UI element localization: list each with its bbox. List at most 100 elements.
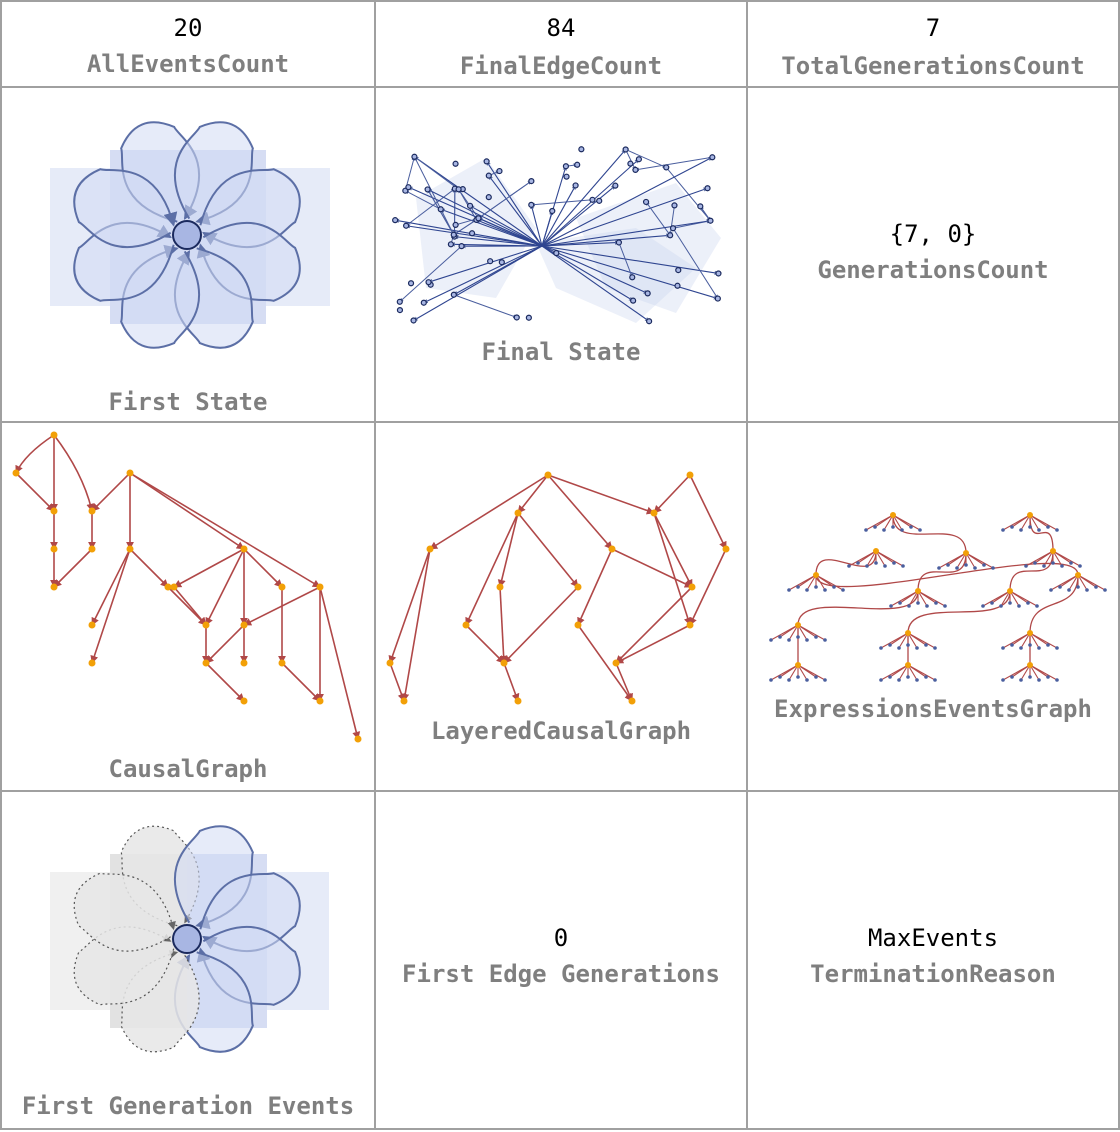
hyperedge	[404, 190, 441, 210]
vertex	[627, 160, 634, 167]
event-vertex	[1050, 548, 1056, 554]
event-vertex	[462, 621, 470, 629]
hyperedge	[541, 149, 627, 247]
expression-vertex	[1085, 588, 1089, 592]
grid-line	[0, 86, 1120, 88]
first-state-hypergraph	[50, 121, 330, 349]
vertex	[663, 164, 670, 171]
event-vertex	[126, 469, 134, 477]
expression-edge	[1029, 664, 1058, 681]
event-vertex	[240, 697, 248, 705]
hyperedge	[541, 158, 640, 247]
hyperedge	[414, 156, 459, 190]
grid-line	[1118, 0, 1120, 1130]
expression-edge	[875, 550, 904, 567]
hyperedge	[407, 186, 543, 247]
total-generations-count-value: 7	[925, 14, 941, 42]
causal-edge	[499, 586, 508, 664]
hyperedge-loop	[73, 872, 176, 952]
final-state-label: Final State	[481, 338, 641, 366]
causal-edge	[689, 474, 727, 550]
hyperedge	[414, 156, 543, 247]
expression-vertex	[943, 604, 947, 608]
vertex	[410, 317, 417, 324]
vertex	[714, 295, 721, 302]
vertex	[485, 194, 492, 201]
vertex	[485, 172, 492, 179]
expression-vertex	[832, 585, 836, 589]
hyperedge	[541, 245, 650, 322]
expression-vertex	[874, 561, 878, 565]
expression-vertex	[796, 635, 800, 639]
expression-edge	[965, 552, 994, 569]
hyperedge	[672, 227, 719, 299]
causal-edge	[429, 474, 549, 550]
expression-vertex	[1026, 601, 1030, 605]
expression-vertex	[1046, 525, 1050, 529]
expression-vertex	[1037, 646, 1041, 650]
event-vertex	[628, 697, 636, 705]
expression-vertex	[847, 564, 851, 568]
termination-reason-value: MaxEvents	[867, 924, 999, 952]
vertex	[632, 166, 639, 173]
expression-edge	[797, 574, 817, 588]
expression-vertex	[856, 561, 860, 565]
cell-first-edge-generations: 0 First Edge Generations	[376, 792, 746, 1128]
hyperedge-region	[416, 158, 536, 298]
hyperedge	[541, 245, 649, 294]
event-vertex	[1075, 572, 1081, 578]
cell-final-state: Final State	[376, 88, 746, 421]
expression-vertex	[973, 566, 977, 570]
event-vertex	[50, 545, 58, 553]
event-vertex	[88, 659, 96, 667]
first-generation-events-label: First Generation Events	[21, 1092, 355, 1120]
vertex	[411, 153, 418, 160]
event-vertex	[915, 588, 921, 594]
causal-edge	[129, 472, 321, 588]
expression-edge	[889, 632, 909, 646]
expression-vertex	[1010, 675, 1014, 679]
cell-generations-count: {7, 0} GenerationsCount	[748, 88, 1118, 421]
causal-edge	[615, 586, 693, 664]
vertex	[396, 298, 403, 305]
expression-vertex	[991, 566, 995, 570]
hyperedge	[440, 208, 543, 247]
event-vertex	[1027, 630, 1033, 636]
expression-vertex	[897, 678, 901, 682]
expression-vertex	[1010, 525, 1014, 529]
expression-vertex	[937, 566, 941, 570]
hyperedge-region	[576, 183, 721, 313]
event-vertex	[1007, 588, 1013, 594]
hyperedge	[453, 294, 518, 319]
expression-vertex	[796, 585, 800, 589]
central-vertex	[172, 220, 202, 250]
expression-vertex	[1028, 643, 1032, 647]
expression-edge	[1034, 550, 1054, 564]
layered-causal-edges	[388, 474, 727, 702]
first-generation-events-hypergraph	[50, 825, 329, 1053]
vertex	[644, 290, 651, 297]
vertex	[675, 267, 682, 274]
expression-vertex	[1001, 528, 1005, 532]
hyperedge	[486, 161, 543, 247]
expression-vertex	[1001, 678, 1005, 682]
causal-edge	[547, 474, 613, 550]
vertex	[578, 146, 585, 153]
vertex	[466, 202, 474, 209]
expression-edge	[857, 550, 877, 564]
expressions-events-graph	[769, 512, 1107, 682]
expression-vertex	[915, 646, 919, 650]
vertex	[450, 231, 457, 238]
grid-line	[374, 0, 376, 1130]
expression-edge	[815, 574, 844, 591]
causal-edge	[465, 624, 505, 664]
causal-edge	[129, 472, 245, 550]
expression-vertex	[814, 585, 818, 589]
vertex	[612, 182, 619, 189]
causal-edge	[91, 548, 131, 626]
causal-edge	[205, 548, 245, 626]
hyperedge	[423, 245, 543, 304]
grid-line	[746, 0, 748, 1130]
hyperedge	[625, 149, 667, 168]
vertex	[424, 186, 431, 193]
